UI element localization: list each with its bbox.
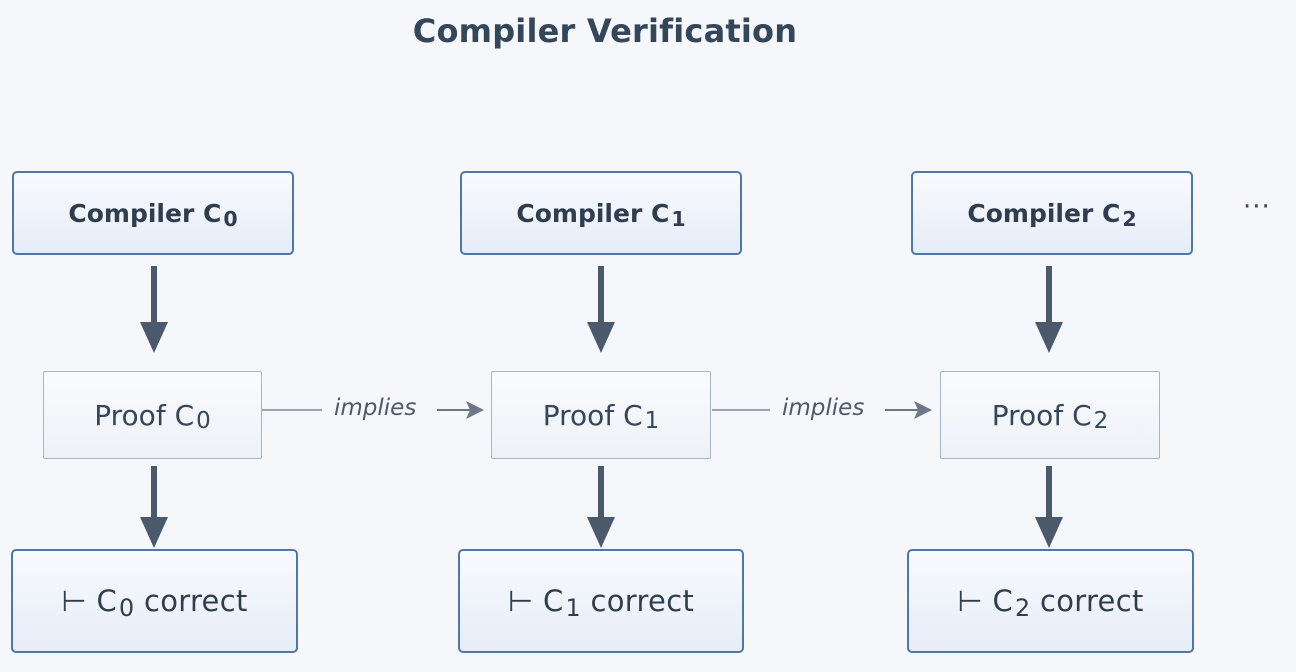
- proof-label-1: Proof C: [542, 398, 643, 432]
- proof-index-2: 2: [1093, 408, 1109, 435]
- compiler-label-0: Compiler C: [68, 198, 222, 228]
- arrow-compiler-to-proof-2: [1035, 266, 1063, 353]
- correct-label-1: correct: [590, 584, 695, 618]
- arrow-proof-to-correct-0: [140, 466, 168, 548]
- correct-var-1: C: [542, 584, 564, 618]
- compiler-index-1: 1: [671, 206, 686, 231]
- correct-label-2: correct: [1039, 584, 1144, 618]
- proof-label-2: Proof C: [991, 398, 1092, 432]
- continuation-ellipsis: ···: [1243, 192, 1271, 222]
- turnstile-1: ⊢: [507, 584, 534, 618]
- implies-connector-0-1: [262, 401, 484, 419]
- implies-label-1-2: implies: [782, 395, 865, 421]
- turnstile-2: ⊢: [957, 584, 983, 618]
- turnstile-0: ⊢: [61, 584, 87, 618]
- correct-index-2: 2: [1015, 593, 1031, 622]
- arrow-proof-to-correct-2: [1035, 466, 1063, 548]
- correct-var-2: C: [992, 584, 1014, 618]
- implies-label-0-1: implies: [334, 395, 417, 421]
- compiler-label-2: Compiler C: [967, 198, 1121, 228]
- arrow-compiler-to-proof-1: [587, 266, 615, 353]
- correct-index-1: 1: [565, 593, 581, 622]
- correct-index-0: 0: [119, 593, 135, 622]
- compiler-index-2: 2: [1122, 206, 1137, 231]
- correct-label-0: correct: [143, 584, 248, 618]
- compiler-label-1: Compiler C: [516, 198, 670, 228]
- diagram-title: Compiler Verification: [412, 12, 798, 50]
- proof-index-1: 1: [644, 408, 660, 435]
- arrow-compiler-to-proof-0: [140, 266, 168, 353]
- compiler-index-0: 0: [223, 206, 238, 231]
- implies-connector-1-2: [712, 401, 932, 419]
- proof-label-0: Proof C: [94, 398, 195, 432]
- proof-index-0: 0: [196, 408, 211, 435]
- arrow-proof-to-correct-1: [587, 466, 615, 548]
- correct-var-0: C: [96, 584, 118, 618]
